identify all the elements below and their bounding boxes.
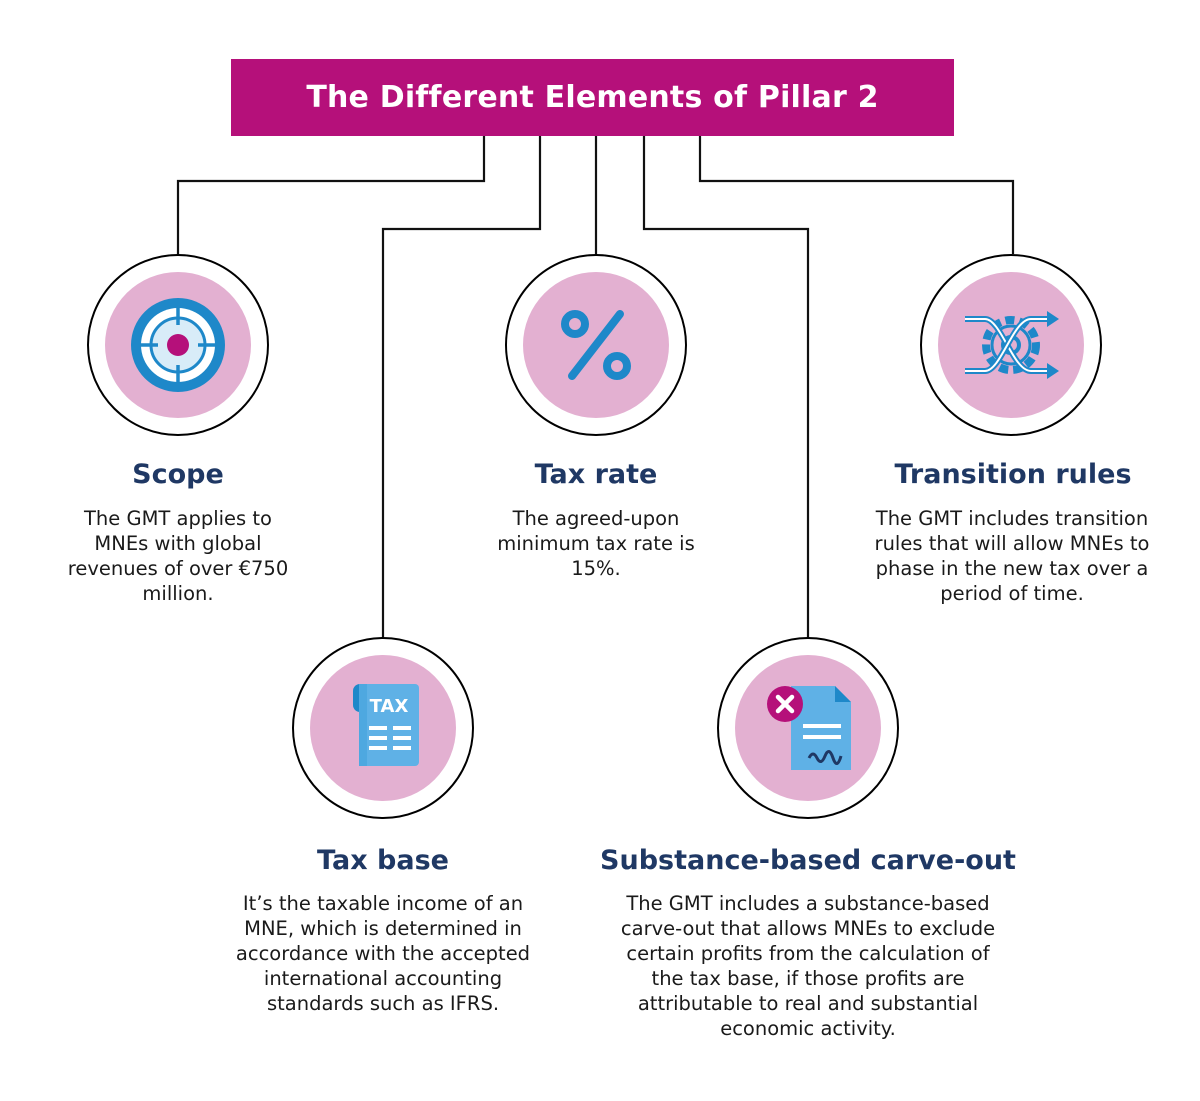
carve-out-circle [717,637,899,819]
transition-circle [920,254,1102,436]
gear-transition-icon [965,311,1059,379]
carve-out-heading: Substance-based carve-out [600,845,1016,876]
tax-rate-circle-fill [523,272,669,418]
carve-out-description: The GMT includes a substance-based carve… [620,892,996,1040]
tax-rate-heading: Tax rate [534,459,658,490]
transition-description: The GMT includes transition rules that w… [874,507,1150,605]
connector-transition [698,136,1015,254]
scope-circle-fill [105,272,251,418]
carve-out-circle-fill [735,655,881,801]
tax-rate-description: The agreed-upon minimum tax rate is 15%. [497,507,695,580]
connector-carve-out [642,136,810,637]
transition-heading: Transition rules [894,459,1132,490]
tax-rate-circle [505,254,687,436]
target-icon [131,298,225,392]
tax-base-heading: Tax base [317,845,449,876]
tax-document-icon: TAX [353,684,419,766]
transition-circle-fill [938,272,1084,418]
connector-tax-base [381,136,542,637]
excluded-document-icon [767,686,851,770]
tax-base-circle-fill: TAX [310,655,456,801]
tax-base-description: It’s the taxable income of an MNE, which… [235,892,531,1015]
scope-heading: Scope [132,459,224,490]
scope-circle [87,254,269,436]
tax-icon-label: TAX [370,696,409,717]
scope-description: The GMT applies to MNEs with global reve… [67,507,289,605]
title-bar: The Different Elements of Pillar 2 [231,59,954,136]
connector-scope [176,136,486,254]
page-title: The Different Elements of Pillar 2 [306,80,879,115]
percent-icon [561,310,631,380]
tax-base-circle: TAX [292,637,474,819]
